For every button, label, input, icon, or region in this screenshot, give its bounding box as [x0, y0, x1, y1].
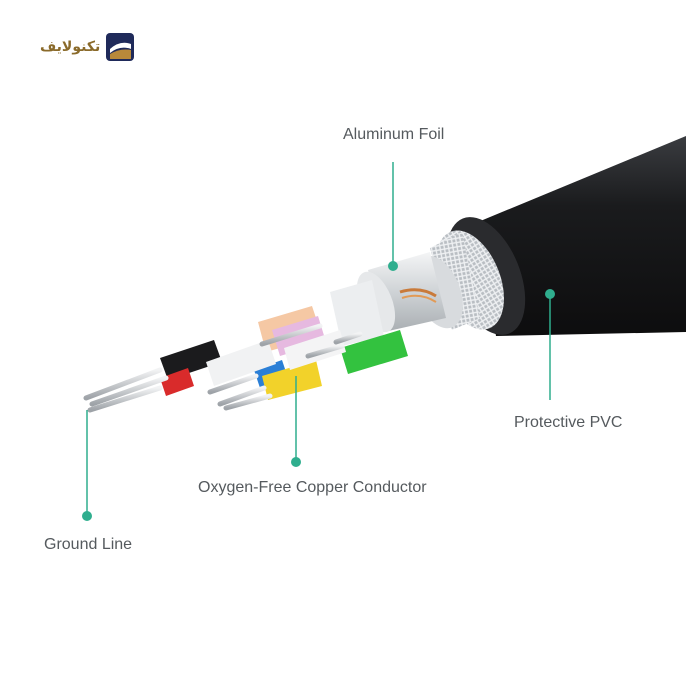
callout-lines — [82, 162, 555, 521]
copper-drain-wire — [399, 288, 437, 303]
brand-mark-icon — [106, 33, 135, 61]
label-ground-line: Ground Line — [44, 536, 133, 553]
label-copper-conductor: Oxygen-Free Copper Conductor — [198, 479, 427, 496]
label-aluminum-foil: Aluminum Foil — [343, 126, 445, 143]
bare-wire-strands — [83, 323, 363, 413]
aluminum-foil-layer — [330, 252, 446, 346]
brand-logo: تکنولایف — [40, 32, 135, 62]
brand-name: تکنولایف — [40, 39, 101, 55]
label-protective-pvc: Protective PVC — [514, 414, 623, 431]
